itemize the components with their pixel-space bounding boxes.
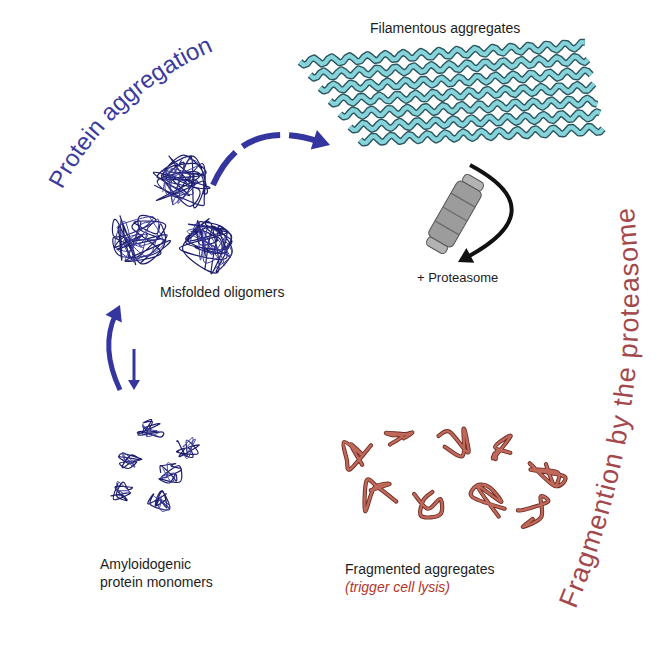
fragment <box>386 432 412 444</box>
stage-caption: Amyloidogenic protein monomers <box>100 555 232 591</box>
monomer <box>142 424 159 436</box>
fragment <box>471 485 505 517</box>
arc-label: Protein aggregation <box>43 31 216 193</box>
proteasome-ring <box>451 193 475 207</box>
oligomer <box>113 216 171 265</box>
monomer <box>111 482 132 501</box>
stage-group: Amyloidogenic protein monomers <box>98 390 278 595</box>
stage-caption: Filamentous aggregates <box>370 19 520 37</box>
monomer <box>153 496 170 512</box>
stage-note: (trigger cell lysis) <box>345 578 494 596</box>
filament-outline <box>360 127 603 143</box>
connector-line <box>213 135 319 185</box>
arc-label: Fragmention by the proteasome <box>553 206 645 612</box>
fragment-outline <box>530 463 566 486</box>
filament-strand <box>320 70 591 91</box>
stage-caption: Fragmented aggregates(trigger cell lysis… <box>345 560 494 596</box>
monomer <box>177 440 200 457</box>
fragment <box>518 496 548 527</box>
fragment <box>493 436 511 460</box>
arc-label-path: Protein aggregation <box>43 31 216 193</box>
stage-caption: Misfolded oligomers <box>160 283 285 301</box>
oligomer <box>115 216 163 262</box>
stage-group: Misfolded oligomers <box>118 185 308 305</box>
fragment-outline <box>439 429 469 457</box>
fragment-outline <box>386 432 412 444</box>
stage-label: Fragmented aggregates <box>345 560 494 578</box>
monomer <box>183 438 195 459</box>
proteasome-icon <box>422 171 487 256</box>
proteasome-ring <box>443 207 467 221</box>
stage-group: Filamentous aggregates <box>330 15 610 165</box>
fragment-outline <box>518 496 548 527</box>
oligomer <box>179 219 232 274</box>
filament-outline <box>320 70 591 91</box>
stage-label: Misfolded oligomers <box>160 283 285 301</box>
monomer <box>117 482 131 496</box>
monomer <box>161 463 175 483</box>
fragment <box>414 492 442 517</box>
arrow-head <box>311 130 330 149</box>
fragment-outline <box>365 479 397 511</box>
filament-outline <box>350 112 600 130</box>
oligomer <box>187 223 232 269</box>
connector <box>106 305 141 390</box>
connector <box>213 130 330 185</box>
fragment <box>439 429 469 457</box>
monomer-cluster <box>111 420 199 512</box>
stage-label: Amyloidogenic protein monomers <box>100 555 232 591</box>
proteasome-core <box>427 179 483 248</box>
oligomer <box>162 160 198 205</box>
filament-bundle <box>300 42 603 143</box>
stage-label: Filamentous aggregates <box>370 19 520 37</box>
oligomer <box>153 155 210 208</box>
fragment <box>365 479 397 511</box>
edge-label: + Proteasome <box>415 270 500 286</box>
fragment-outline <box>493 436 511 460</box>
arrow-head <box>128 380 140 390</box>
stage-group: Fragmented aggregates(trigger cell lysis… <box>338 262 583 600</box>
fragment <box>344 442 371 470</box>
fragment-outline <box>471 485 505 517</box>
monomer <box>122 453 135 468</box>
oligomer-cluster <box>113 155 233 274</box>
proteasome-ring <box>435 221 459 235</box>
connector-line <box>109 315 120 391</box>
connector <box>458 165 512 263</box>
filament-strand <box>350 112 600 130</box>
arrow-head <box>458 248 474 263</box>
fragment-cluster <box>344 429 566 527</box>
connector-line <box>133 349 136 383</box>
fragment-outline <box>344 442 371 470</box>
connector-line <box>467 165 512 257</box>
arc-label-path: Fragmention by the proteasome <box>553 206 645 612</box>
fragment <box>530 463 566 486</box>
arrow-head <box>106 305 122 322</box>
filament-strand <box>360 127 603 143</box>
fragment-outline <box>414 492 442 517</box>
monomer <box>159 464 182 483</box>
monomer <box>137 420 163 438</box>
